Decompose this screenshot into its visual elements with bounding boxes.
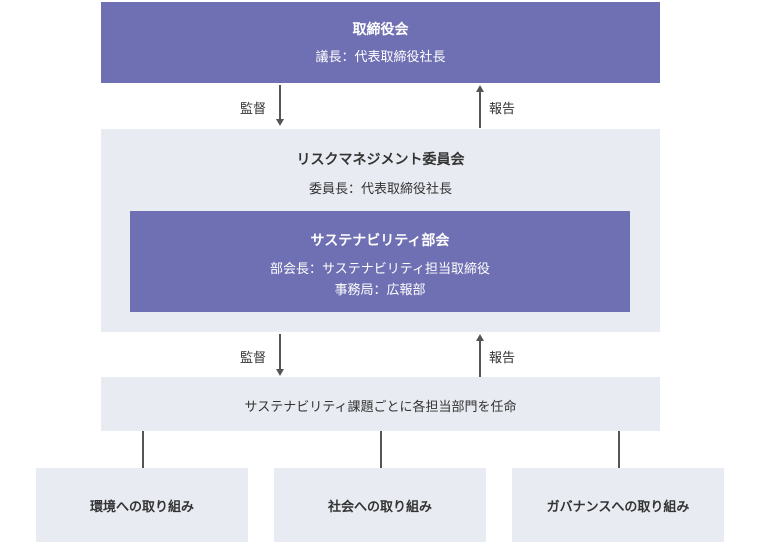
- initiative-governance-box: ガバナンスへの取り組み: [512, 468, 724, 542]
- subcommittee-secretariat: 事務局：広報部: [334, 283, 426, 298]
- supervision-arrow-top: [276, 119, 284, 126]
- report-line-top: [479, 92, 481, 128]
- departments-box: サステナビリティ課題ごとに各担当部門を任命: [101, 377, 660, 431]
- subcommittee-chair: 部会長：サステナビリティ担当取締役: [270, 262, 490, 277]
- risk-committee-title: リスクマネジメント委員会: [296, 152, 465, 168]
- report-arrow-top: [476, 85, 484, 92]
- subcommittee-title: サステナビリティ部会: [310, 233, 450, 249]
- initiative-environment-box: 環境への取り組み: [36, 468, 248, 542]
- board-title: 取締役会: [352, 22, 409, 38]
- board-of-directors-box: 取締役会 議長：代表取締役社長: [101, 2, 660, 83]
- supervision-label-top: 監督: [240, 102, 267, 117]
- sustainability-subcommittee-box: サステナビリティ部会 部会長：サステナビリティ担当取締役 事務局：広報部: [130, 211, 630, 312]
- supervision-line-top: [279, 85, 281, 119]
- connector-governance: [618, 431, 620, 468]
- connector-environment: [142, 431, 144, 468]
- board-chair: 議長：代表取締役社長: [315, 50, 446, 65]
- initiative-governance-label: ガバナンスへの取り組み: [546, 500, 690, 515]
- risk-committee-chair: 委員長：代表取締役社長: [308, 182, 452, 197]
- departments-text: サステナビリティ課題ごとに各担当部門を任命: [244, 400, 517, 415]
- report-line-bottom: [479, 341, 481, 377]
- connector-social: [380, 431, 382, 468]
- report-arrow-bottom: [476, 334, 484, 341]
- risk-management-committee-box: リスクマネジメント委員会 委員長：代表取締役社長 サステナビリティ部会 部会長：…: [101, 129, 660, 332]
- report-label-top: 報告: [489, 102, 516, 117]
- initiative-environment-label: 環境への取り組み: [89, 500, 194, 515]
- report-label-bottom: 報告: [489, 351, 516, 366]
- supervision-line-bottom: [279, 334, 281, 369]
- initiative-social-box: 社会への取り組み: [274, 468, 486, 542]
- initiative-social-label: 社会への取り組み: [327, 500, 432, 515]
- supervision-label-bottom: 監督: [240, 351, 267, 366]
- supervision-arrow-bottom: [276, 369, 284, 376]
